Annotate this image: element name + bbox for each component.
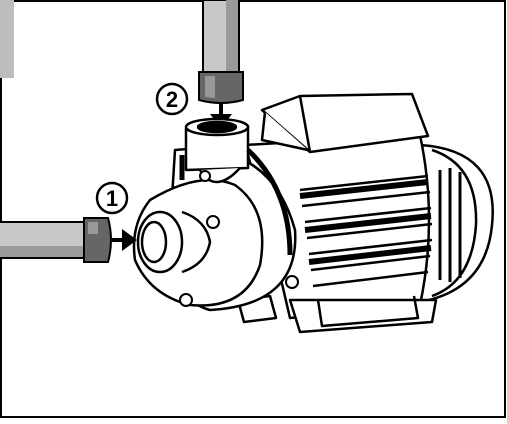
svg-text:2: 2 bbox=[166, 87, 178, 112]
page-edge-tab bbox=[0, 0, 14, 78]
pump-head bbox=[132, 117, 297, 312]
callout-1: 1 bbox=[95, 181, 129, 215]
svg-text:1: 1 bbox=[106, 186, 118, 211]
inlet-port bbox=[136, 210, 212, 274]
callout-2: 2 bbox=[155, 82, 189, 116]
pump-shading bbox=[179, 148, 293, 256]
motor-fins-shadow bbox=[299, 179, 432, 265]
fan-cover-slots bbox=[438, 168, 462, 282]
outlet-pipe bbox=[202, 0, 240, 73]
casing-bolts bbox=[179, 170, 299, 307]
inlet-connector bbox=[83, 217, 112, 263]
inlet-arrow bbox=[112, 229, 137, 251]
inlet-pipe bbox=[0, 221, 84, 259]
outlet-connector bbox=[198, 71, 244, 104]
